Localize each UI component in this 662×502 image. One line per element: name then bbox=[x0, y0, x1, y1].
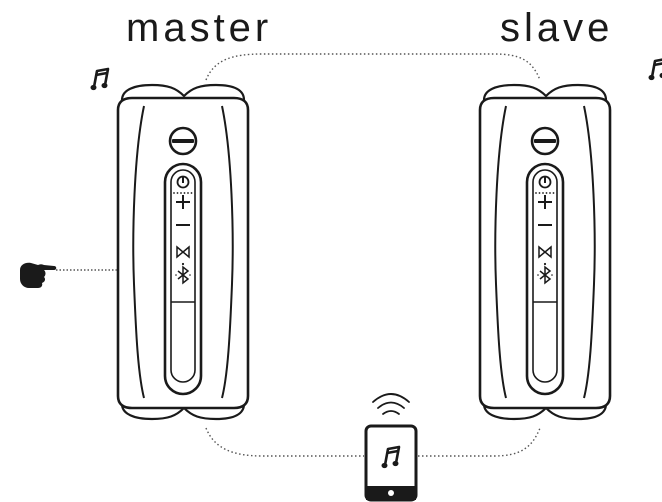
pointing-hand-icon bbox=[20, 262, 57, 288]
music-note-icon bbox=[647, 57, 662, 82]
phone-link-left-line bbox=[205, 427, 364, 457]
music-note-icon bbox=[89, 67, 110, 92]
master-label: master bbox=[126, 6, 273, 50]
phone-link-right-line bbox=[418, 427, 541, 457]
master-speaker bbox=[116, 83, 250, 421]
slave-label: slave bbox=[500, 6, 614, 50]
smartphone-icon bbox=[364, 424, 418, 502]
wireless-signal-icon bbox=[372, 393, 410, 415]
pairing-link-line bbox=[205, 53, 541, 81]
slave-speaker bbox=[478, 83, 612, 421]
